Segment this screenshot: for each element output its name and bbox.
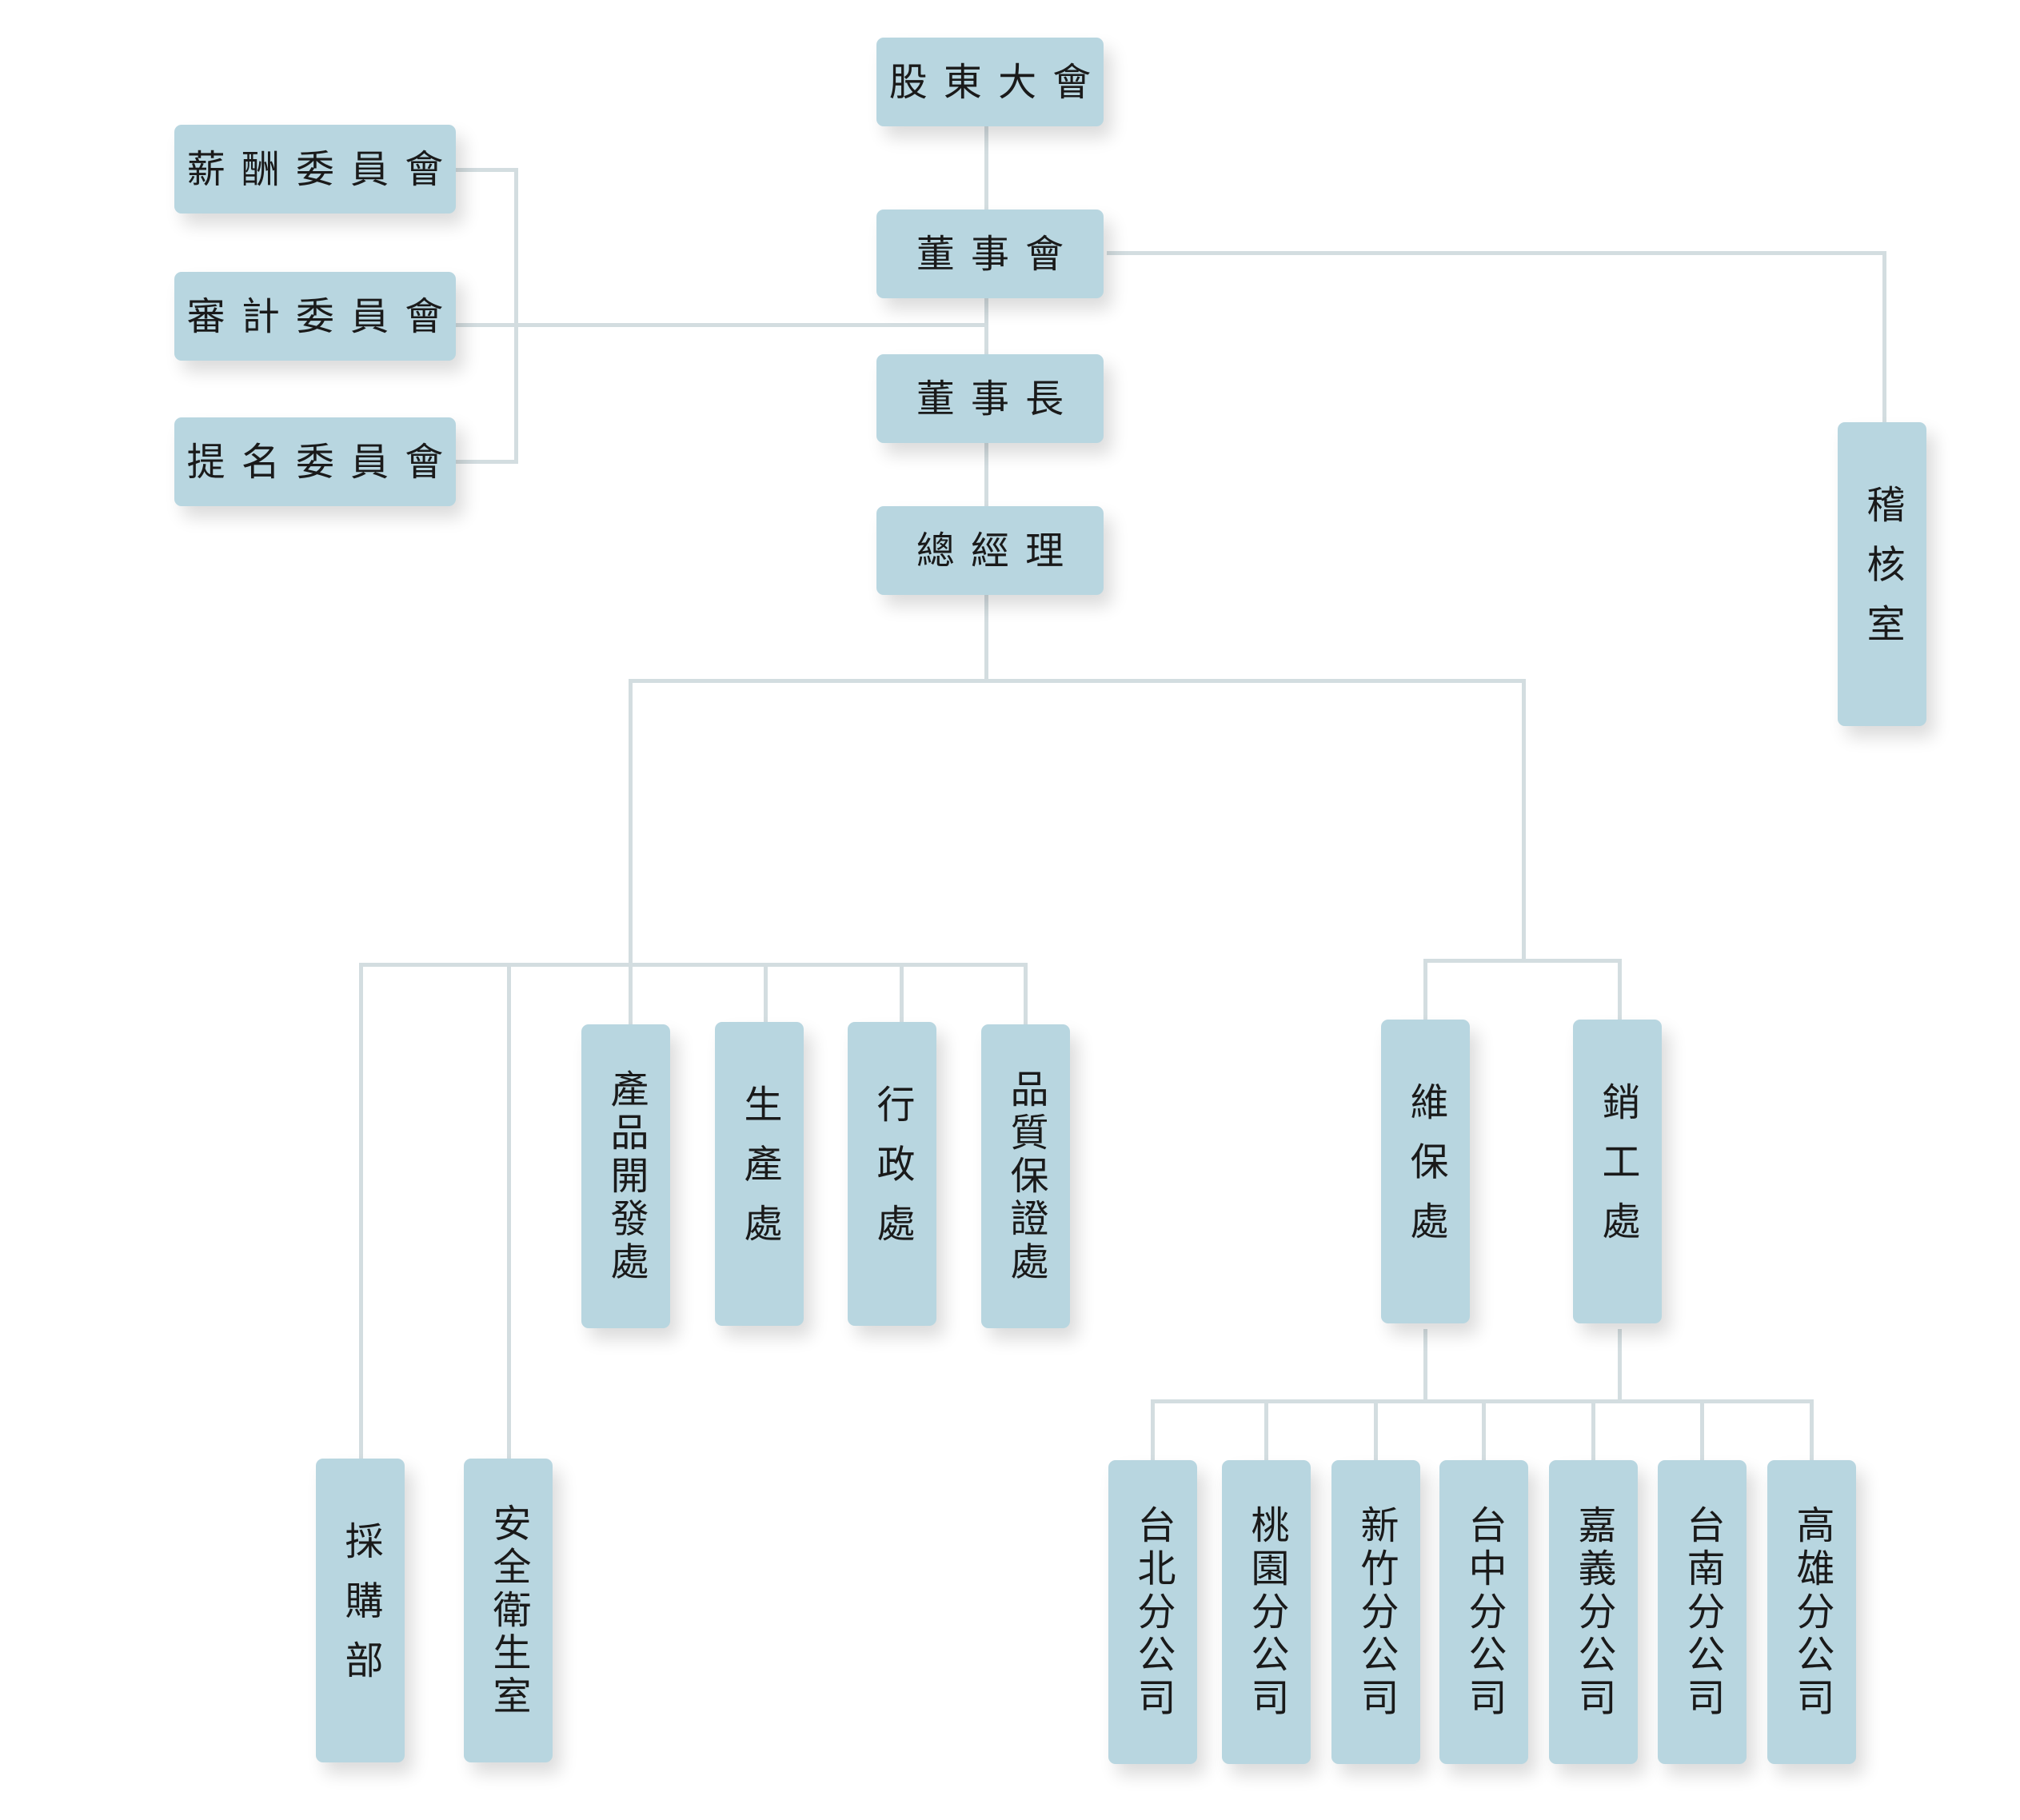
connector-div-2 <box>764 963 768 1025</box>
connector-maintenance-down <box>1423 1329 1427 1403</box>
division-box[interactable]: 產品開發處 <box>581 1024 670 1328</box>
connector-committees-trunk <box>456 323 988 327</box>
connector-committee-1 <box>456 168 518 172</box>
branch-office-box[interactable]: 新竹分公司 <box>1331 1460 1420 1764</box>
procurement-box[interactable]: 採購部 <box>316 1459 405 1762</box>
connector-audit-drop <box>1882 251 1886 424</box>
connector-gm-down <box>984 595 988 683</box>
branch-office-label: 台北分公司 <box>1130 1504 1176 1720</box>
branch-office-label: 新竹分公司 <box>1353 1504 1399 1720</box>
general-manager-label: 總經理 <box>916 528 1080 573</box>
connector-maintenance <box>1423 959 1427 1023</box>
branch-office-box[interactable]: 嘉義分公司 <box>1549 1460 1638 1764</box>
connector-shareholders-board <box>984 126 988 211</box>
sales-division-label: 銷工處 <box>1595 1082 1640 1261</box>
safety-health-label: 安全衛生室 <box>485 1503 531 1718</box>
connector-right-drop <box>1522 679 1526 960</box>
committee-box[interactable]: 薪酬委員會 <box>174 125 456 214</box>
connector-chairman-gm <box>984 443 988 509</box>
branch-office-label: 桃園分公司 <box>1244 1504 1289 1720</box>
maintenance-division-box[interactable]: 維保處 <box>1381 1020 1470 1323</box>
branch-office-box[interactable]: 桃園分公司 <box>1222 1460 1311 1764</box>
safety-health-box[interactable]: 安全衛生室 <box>464 1459 553 1762</box>
branch-office-label: 嘉義分公司 <box>1571 1504 1616 1720</box>
audit-office-box[interactable]: 稽核室 <box>1838 422 1926 726</box>
branch-office-box[interactable]: 台中分公司 <box>1439 1460 1528 1764</box>
connector-sales <box>1618 959 1622 1023</box>
connector-board-chairman <box>984 297 988 357</box>
connector-branch-2 <box>1264 1399 1268 1462</box>
board-of-directors-box[interactable]: 董事會 <box>876 210 1104 298</box>
branch-office-label: 台中分公司 <box>1461 1504 1507 1720</box>
connector-branch-5 <box>1591 1399 1595 1462</box>
connector-right-branch <box>1423 959 1622 963</box>
committee-box[interactable]: 審計委員會 <box>174 272 456 361</box>
division-label: 品質保證處 <box>1003 1068 1048 1284</box>
connector-div-4 <box>1024 963 1028 1027</box>
committee-label: 提名委員會 <box>186 439 460 485</box>
branch-office-label: 高雄分公司 <box>1789 1504 1834 1720</box>
connector-branch-7 <box>1810 1399 1814 1462</box>
shareholders-meeting-label: 股東大會 <box>888 59 1108 105</box>
connector-branch-1 <box>1151 1399 1155 1462</box>
connector-safety <box>507 963 511 1459</box>
connector-committees-vertical <box>514 168 518 464</box>
connector-committee-3 <box>456 460 518 464</box>
branch-office-box[interactable]: 台北分公司 <box>1108 1460 1197 1764</box>
committee-label: 薪酬委員會 <box>186 146 460 192</box>
connector-sales-down <box>1618 1329 1622 1403</box>
branch-office-box[interactable]: 台南分公司 <box>1658 1460 1747 1764</box>
board-of-directors-label: 董事會 <box>916 231 1080 277</box>
branch-office-box[interactable]: 高雄分公司 <box>1767 1460 1856 1764</box>
connector-left-drop <box>629 679 633 967</box>
connector-branch-6 <box>1700 1399 1704 1462</box>
division-label: 產品開發處 <box>603 1068 649 1284</box>
chairman-label: 董事長 <box>916 376 1080 421</box>
general-manager-box[interactable]: 總經理 <box>876 506 1104 595</box>
division-box[interactable]: 生產處 <box>715 1022 804 1326</box>
sales-division-box[interactable]: 銷工處 <box>1573 1020 1662 1323</box>
connector-board-audit <box>1107 251 1886 255</box>
connector-gm-split <box>629 679 1526 683</box>
connector-left-branch <box>359 963 1028 967</box>
procurement-label: 採購部 <box>337 1521 383 1700</box>
division-label: 行政處 <box>869 1084 915 1263</box>
committee-label: 審計委員會 <box>186 293 460 339</box>
connector-procurement <box>359 963 363 1459</box>
division-box[interactable]: 品質保證處 <box>981 1024 1070 1328</box>
audit-office-label: 稽核室 <box>1859 485 1905 664</box>
connector-div-3 <box>900 963 904 1025</box>
shareholders-meeting-box[interactable]: 股東大會 <box>876 38 1104 126</box>
connector-div-1 <box>629 963 633 1027</box>
chairman-box[interactable]: 董事長 <box>876 354 1104 443</box>
committee-box[interactable]: 提名委員會 <box>174 417 456 506</box>
branch-office-label: 台南分公司 <box>1679 1504 1725 1720</box>
connector-branch-3 <box>1374 1399 1378 1462</box>
maintenance-division-label: 維保處 <box>1403 1082 1448 1261</box>
division-label: 生產處 <box>737 1084 782 1263</box>
division-box[interactable]: 行政處 <box>848 1022 936 1326</box>
connector-branch-4 <box>1482 1399 1486 1462</box>
